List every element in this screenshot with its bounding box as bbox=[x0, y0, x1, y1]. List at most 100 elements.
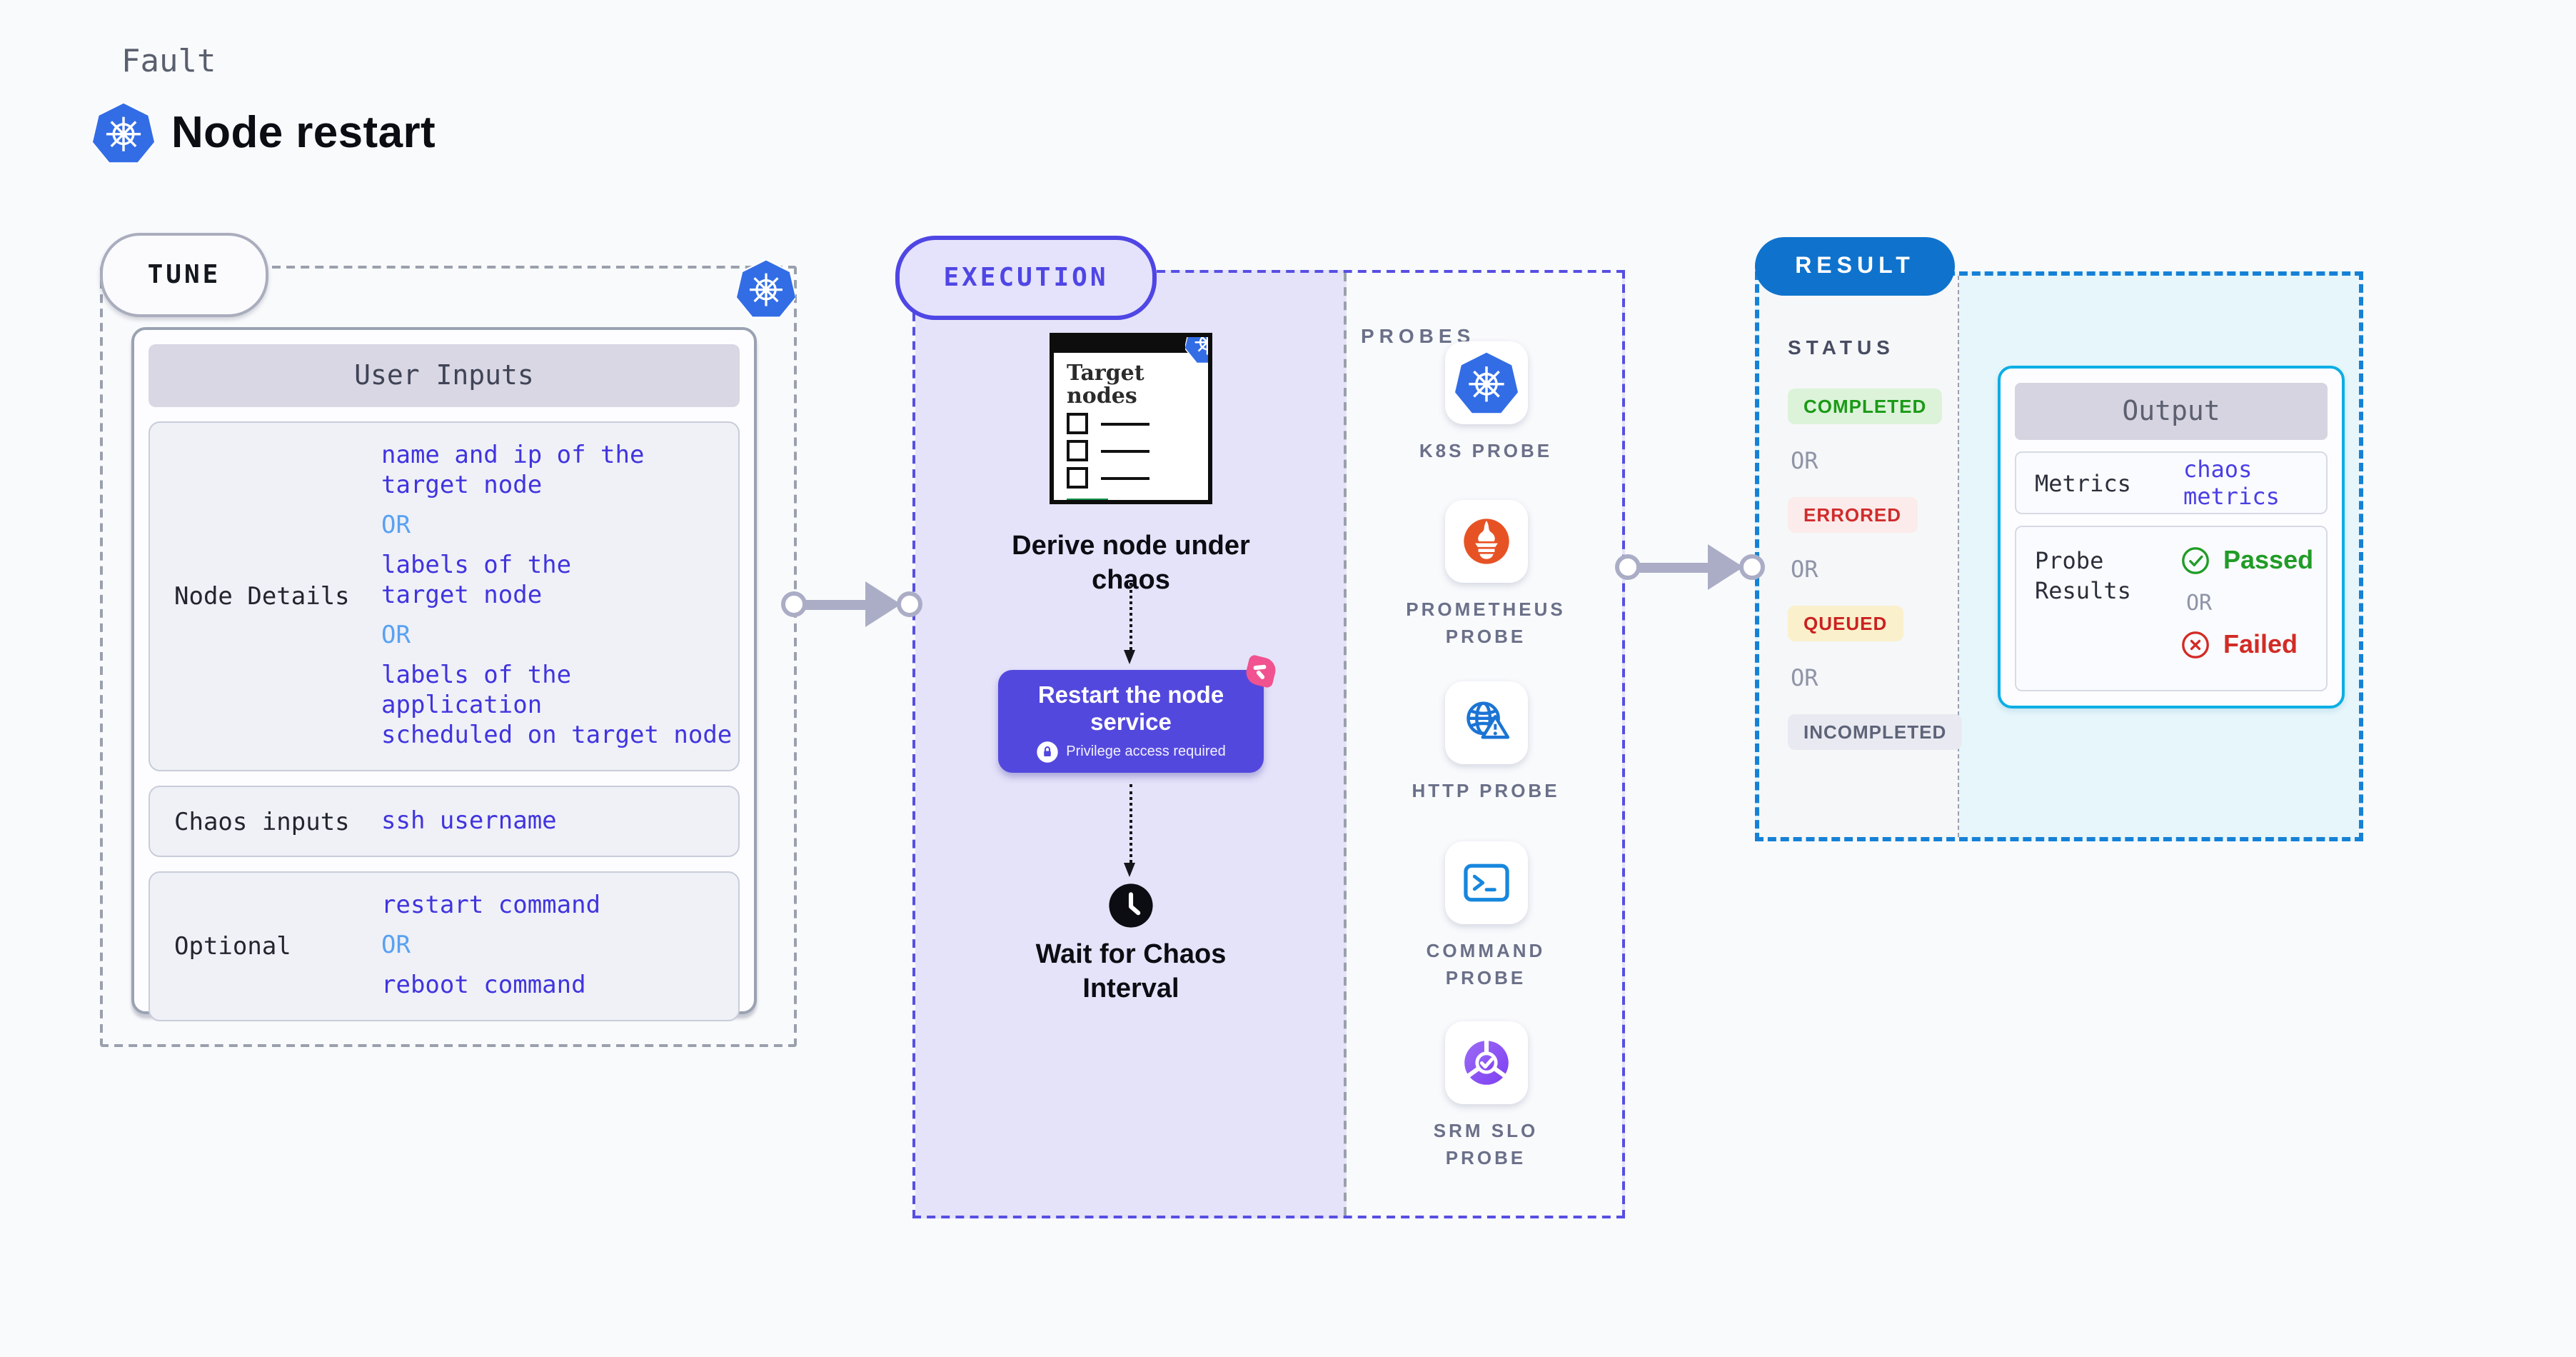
execution-pill: EXECUTION bbox=[895, 236, 1157, 320]
privilege-note: Privilege access required bbox=[998, 741, 1264, 763]
kubernetes-icon bbox=[1185, 333, 1212, 364]
value-line: ssh username bbox=[381, 806, 557, 835]
probe-label: HTTP PROBE bbox=[1412, 780, 1560, 801]
status-badge-errored: ERRORED bbox=[1788, 497, 1918, 533]
list-line bbox=[1101, 449, 1149, 452]
status-badge-queued: QUEUED bbox=[1788, 606, 1903, 641]
failed-result: Failed bbox=[2180, 630, 2313, 660]
wait-interval-caption: Wait for Chaos Interval bbox=[1035, 940, 1227, 1004]
derive-node-caption: Derive node under chaos bbox=[1012, 531, 1250, 596]
kubernetes-icon bbox=[737, 259, 795, 319]
or-separator: OR bbox=[2186, 590, 2213, 616]
node-list-item bbox=[1067, 440, 1208, 461]
execution-to-result-arrow bbox=[1615, 541, 1765, 593]
kubernetes-icon bbox=[1444, 341, 1527, 424]
status-header: STATUS bbox=[1788, 336, 1895, 359]
value-line: name and ip of the bbox=[381, 441, 645, 470]
slo-pie-check-icon bbox=[1444, 1021, 1527, 1104]
user-input-row: Chaos inputs ssh username bbox=[149, 786, 740, 857]
arrow-shaft bbox=[1638, 562, 1711, 572]
probe-label: COMMAND PROBE bbox=[1426, 940, 1546, 988]
green-action-bar bbox=[1067, 499, 1108, 500]
target-nodes-title: Target nodes bbox=[1067, 360, 1144, 409]
checkbox-icon bbox=[1067, 467, 1088, 489]
clock-icon bbox=[1107, 881, 1155, 930]
row-label: Chaos inputs bbox=[174, 808, 350, 837]
execution-flow: Target nodes Derive node under chaos Res… bbox=[915, 273, 1347, 1216]
value-line: target node bbox=[381, 471, 543, 500]
connector-dot bbox=[897, 591, 922, 617]
probe-results-values: Passed OR Failed bbox=[2180, 546, 2313, 660]
probe-item: SRM SLO PROBE bbox=[1347, 1021, 1625, 1171]
row-label: Node Details bbox=[174, 582, 350, 611]
probes-divider bbox=[1344, 273, 1347, 1216]
probe-label: SRM SLO PROBE bbox=[1433, 1120, 1539, 1168]
list-line bbox=[1101, 476, 1149, 479]
probe-label: K8S PROBE bbox=[1419, 440, 1553, 461]
output-header: Output bbox=[2015, 383, 2328, 440]
or-separator: OR bbox=[381, 511, 738, 541]
kubernetes-icon bbox=[93, 101, 154, 164]
page-title: Node restart bbox=[171, 107, 436, 157]
checkbox-icon bbox=[1067, 440, 1088, 461]
prometheus-icon bbox=[1444, 500, 1527, 583]
input-value: ssh username bbox=[381, 806, 738, 836]
connector-dot bbox=[1615, 554, 1641, 580]
status-badge-incompleted: INCOMPLETED bbox=[1788, 714, 1963, 750]
value-line: target node bbox=[381, 581, 543, 610]
check-circle-icon bbox=[2180, 546, 2210, 576]
row-values: ssh username bbox=[381, 806, 738, 836]
connector-dot bbox=[1739, 554, 1765, 580]
or-separator: OR bbox=[1791, 664, 1818, 691]
value-line: OR bbox=[381, 511, 411, 540]
probe-item: HTTP PROBE bbox=[1347, 681, 1625, 804]
passed-result: Passed bbox=[2180, 546, 2313, 576]
row-label: Optional bbox=[174, 932, 291, 961]
probe-item: PROMETHEUS PROBE bbox=[1347, 500, 1625, 650]
value-line: scheduled on target node bbox=[381, 721, 733, 750]
x-circle-icon bbox=[2180, 630, 2210, 660]
execution-section: Target nodes Derive node under chaos Res… bbox=[912, 270, 1625, 1218]
arrow-head bbox=[865, 581, 901, 627]
arrow-shaft bbox=[804, 599, 868, 609]
checkbox-icon bbox=[1067, 413, 1088, 434]
probes-panel: PROBES K8S PROBE PROMETHEUS PROBE HTTP PRO… bbox=[1347, 273, 1625, 1216]
status-output-divider bbox=[1958, 276, 1959, 837]
connector-dot bbox=[781, 591, 807, 617]
lock-icon bbox=[1036, 741, 1057, 763]
user-inputs-card: User Inputs Node Details name and ip of t… bbox=[131, 327, 757, 1021]
metrics-row: Metrics chaos metrics bbox=[2015, 451, 2328, 514]
status-badge-completed: COMPLETED bbox=[1788, 389, 1943, 424]
tune-section bbox=[100, 266, 797, 1047]
result-pill: RESULT bbox=[1755, 237, 1955, 296]
arrow-head bbox=[1708, 544, 1744, 590]
probe-results-label: Probe Results bbox=[2035, 547, 2131, 604]
list-line bbox=[1101, 422, 1149, 425]
probe-results-row: Probe Results Passed OR Failed bbox=[2015, 526, 2328, 691]
output-card: Output Metrics chaos metrics Probe Resul… bbox=[1998, 366, 2345, 708]
window-title-bar bbox=[1054, 337, 1208, 353]
user-inputs-header: User Inputs bbox=[149, 344, 740, 407]
value-line: reboot command bbox=[381, 971, 586, 1000]
probe-item: K8S PROBE bbox=[1347, 341, 1625, 464]
value-line: OR bbox=[381, 621, 411, 650]
restart-step-title: Restart the node service bbox=[1037, 683, 1224, 736]
value-line: OR bbox=[381, 931, 411, 960]
value-line: labels of the bbox=[381, 551, 572, 580]
input-value: restart command bbox=[381, 891, 738, 921]
probe-item: COMMAND PROBE bbox=[1347, 841, 1625, 991]
flow-connector-arrow bbox=[1124, 784, 1135, 877]
or-separator: OR bbox=[1791, 447, 1818, 474]
restart-node-step: Restart the node service Privilege acces… bbox=[998, 654, 1279, 773]
probes-header: PROBES bbox=[1361, 324, 1476, 347]
or-separator: OR bbox=[381, 931, 738, 961]
